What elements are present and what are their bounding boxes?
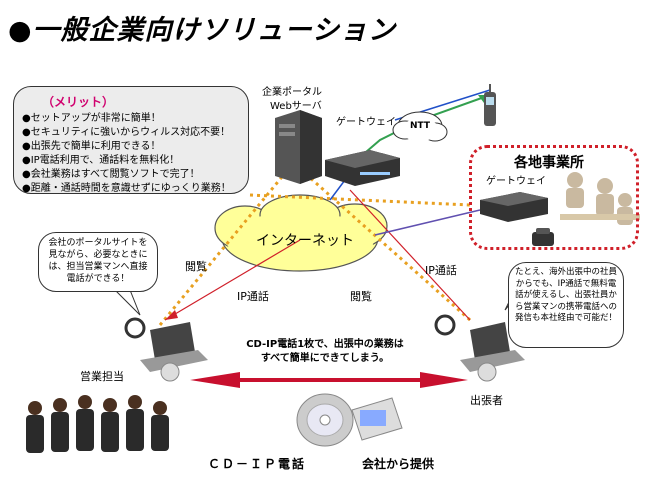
traveler-laptop-icon xyxy=(434,314,525,382)
branch-title: 各地事業所 xyxy=(514,155,584,171)
right-speech-bubble: たとえ、海外出張中の社員からでも、IP通話で無料電話が使えるし、出張社員から営業… xyxy=(508,262,624,348)
merit-item: ●距離・通話時間を意識せずにゆっくり業務！ xyxy=(22,183,231,194)
ntt-label: NTT xyxy=(410,121,431,131)
portal-label: 企業ポータル xyxy=(262,87,322,98)
view-label-left: 閲覧 xyxy=(185,260,207,273)
cd-ip-phone-label: ＣＤ－ＩＰ電話 xyxy=(208,457,307,471)
orange-line-top xyxy=(249,193,471,207)
cd-icon xyxy=(296,393,354,447)
center-caption-line: すべて簡単にできてしまう。 xyxy=(260,353,390,364)
merit-item: ●セキュリティに強いからウィルス対応不要！ xyxy=(22,127,231,138)
merit-item: ●セットアップが非常に簡単！ xyxy=(22,113,161,124)
sales-laptop-icon xyxy=(124,317,208,382)
businessmen-icon xyxy=(26,395,169,453)
orange-line-right xyxy=(289,158,471,322)
red-line-1 xyxy=(164,239,301,321)
traveler-label: 出張者 xyxy=(470,394,503,407)
internet-label: インターネット xyxy=(256,233,354,249)
view-label-mid: 閲覧 xyxy=(350,290,372,303)
merit-item: ●会社業務はすべて閲覧ソフトで完了！ xyxy=(22,169,200,180)
branch-frame xyxy=(469,145,639,250)
provided-label: 会社から提供 xyxy=(362,457,435,471)
branch-gateway-label: ゲートウェイ xyxy=(486,176,546,187)
gateway-device-icon xyxy=(325,150,400,186)
pda-icon xyxy=(351,397,403,441)
gateway-label: ゲートウェイ xyxy=(336,117,396,128)
merit-box: （メリット） ●セットアップが非常に簡単！ ●セキュリティに強いからウィルス対応… xyxy=(13,86,249,194)
sales-label: 営業担当 xyxy=(80,370,124,383)
web-server-icon xyxy=(275,110,322,184)
ip-call-label-right: IP通話 xyxy=(425,264,457,277)
red-double-arrow xyxy=(190,372,468,388)
merit-item: ●出張先で簡単に利用できる！ xyxy=(22,141,161,152)
blue-line-branch xyxy=(374,209,481,236)
merit-item: ●IP電話利用で、通話料を無料化！ xyxy=(22,155,180,166)
left-speech-bubble: 会社のポータルサイトを見ながら、必要なときには、担当営業マンへ直接電話ができる！ xyxy=(38,232,158,292)
page-title: ●一般企業向けソリューション xyxy=(8,15,397,46)
orange-line-left xyxy=(158,154,302,326)
red-line-2 xyxy=(349,189,471,321)
branch-gateway-icon xyxy=(480,192,548,222)
center-caption: CD-IP電話1枚で、出張中の業務は すべて簡単にできてしまう。 xyxy=(230,338,420,366)
desk-phone-icon xyxy=(532,228,554,246)
internet-cloud xyxy=(214,194,388,272)
branch-people-icon xyxy=(560,172,640,225)
center-caption-line: CD-IP電話1枚で、出張中の業務は xyxy=(246,339,404,350)
mobile-phone-icon xyxy=(484,84,496,126)
merit-heading: （メリット） xyxy=(42,95,115,109)
ntt-cloud xyxy=(392,111,448,142)
portal-sublabel: Webサーバ xyxy=(270,101,322,112)
ip-call-label-left: IP通話 xyxy=(237,290,269,303)
